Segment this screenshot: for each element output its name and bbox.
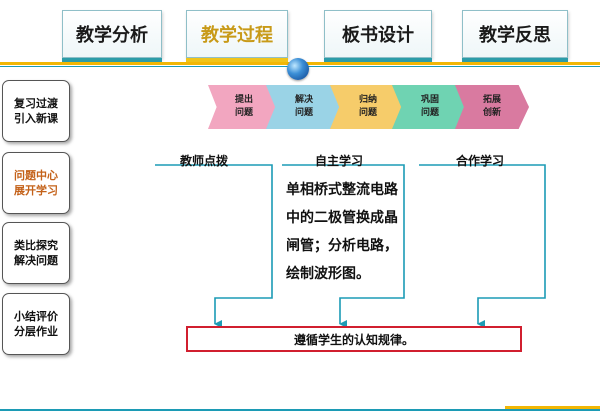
tab-teaching-process[interactable]: 教学过程 bbox=[186, 10, 288, 63]
footer-accent-gold bbox=[505, 406, 600, 410]
stage-label: 解决 bbox=[294, 95, 313, 105]
sidebar-item-label: 展开学习 bbox=[14, 184, 58, 197]
tab-label: 教学反思 bbox=[479, 25, 551, 46]
stage-label: 问题 bbox=[294, 108, 313, 118]
stage-label: 提出 bbox=[234, 95, 253, 105]
sidebar-item-problem-centered[interactable]: 问题中心 展开学习 bbox=[2, 152, 70, 214]
sidebar-item-analogy[interactable]: 类比探究 解决问题 bbox=[2, 222, 70, 284]
stage-label: 巩固 bbox=[420, 95, 439, 105]
sidebar-item-summary[interactable]: 小结评价 分层作业 bbox=[2, 293, 70, 355]
sidebar-item-label: 问题中心 bbox=[14, 169, 58, 182]
conclusion-box: 遵循学生的认知规律。 bbox=[186, 326, 522, 352]
label-cooperative-learning: 合作学习 bbox=[456, 154, 505, 168]
tab-teaching-reflection[interactable]: 教学反思 bbox=[462, 10, 568, 63]
sidebar-item-label: 引入新课 bbox=[14, 112, 58, 125]
stage-label: 拓展 bbox=[482, 95, 501, 105]
stage-label: 问题 bbox=[234, 108, 253, 118]
sidebar-item-label: 解决问题 bbox=[14, 254, 58, 267]
tab-teaching-analysis[interactable]: 教学分析 bbox=[62, 10, 162, 63]
stage-label: 创新 bbox=[482, 108, 501, 118]
conclusion-text: 遵循学生的认知规律。 bbox=[293, 332, 414, 347]
sidebar-item-label: 小结评价 bbox=[14, 310, 58, 323]
footer-divider-teal bbox=[0, 409, 600, 411]
tab-label: 教学分析 bbox=[76, 25, 148, 46]
sidebar-item-label: 复习过渡 bbox=[14, 97, 58, 110]
sidebar-item-label: 类比探究 bbox=[14, 239, 58, 252]
top-tab-bar: 教学分析 教学过程 板书设计 教学反思 bbox=[0, 0, 600, 63]
stage-raise-problem: 提出问题 bbox=[208, 85, 280, 129]
label-self-learning: 自主学习 bbox=[315, 154, 364, 168]
stage-summarize-problem: 归纳问题 bbox=[330, 85, 406, 129]
stage-extend-innovate: 拓展创新 bbox=[455, 85, 529, 129]
tab-board-design[interactable]: 板书设计 bbox=[324, 10, 432, 63]
stage-solve-problem: 解决问题 bbox=[266, 85, 342, 129]
label-teacher-guidance: 教师点拨 bbox=[180, 154, 229, 168]
tab-label: 教学过程 bbox=[201, 25, 273, 46]
stage-label: 问题 bbox=[358, 108, 377, 118]
tab-label: 板书设计 bbox=[342, 25, 414, 46]
task-description: 单相桥式整流电路中的二极管换成晶闸管；分析电路，绘制波形图。 bbox=[286, 182, 398, 282]
stage-label: 归纳 bbox=[358, 95, 377, 105]
sidebar-item-review[interactable]: 复习过渡 引入新课 bbox=[2, 80, 70, 142]
stage-consolidate-problem: 巩固问题 bbox=[392, 85, 468, 129]
globe-icon bbox=[287, 58, 309, 80]
sidebar-item-label: 分层作业 bbox=[14, 325, 58, 338]
stage-label: 问题 bbox=[420, 108, 439, 118]
